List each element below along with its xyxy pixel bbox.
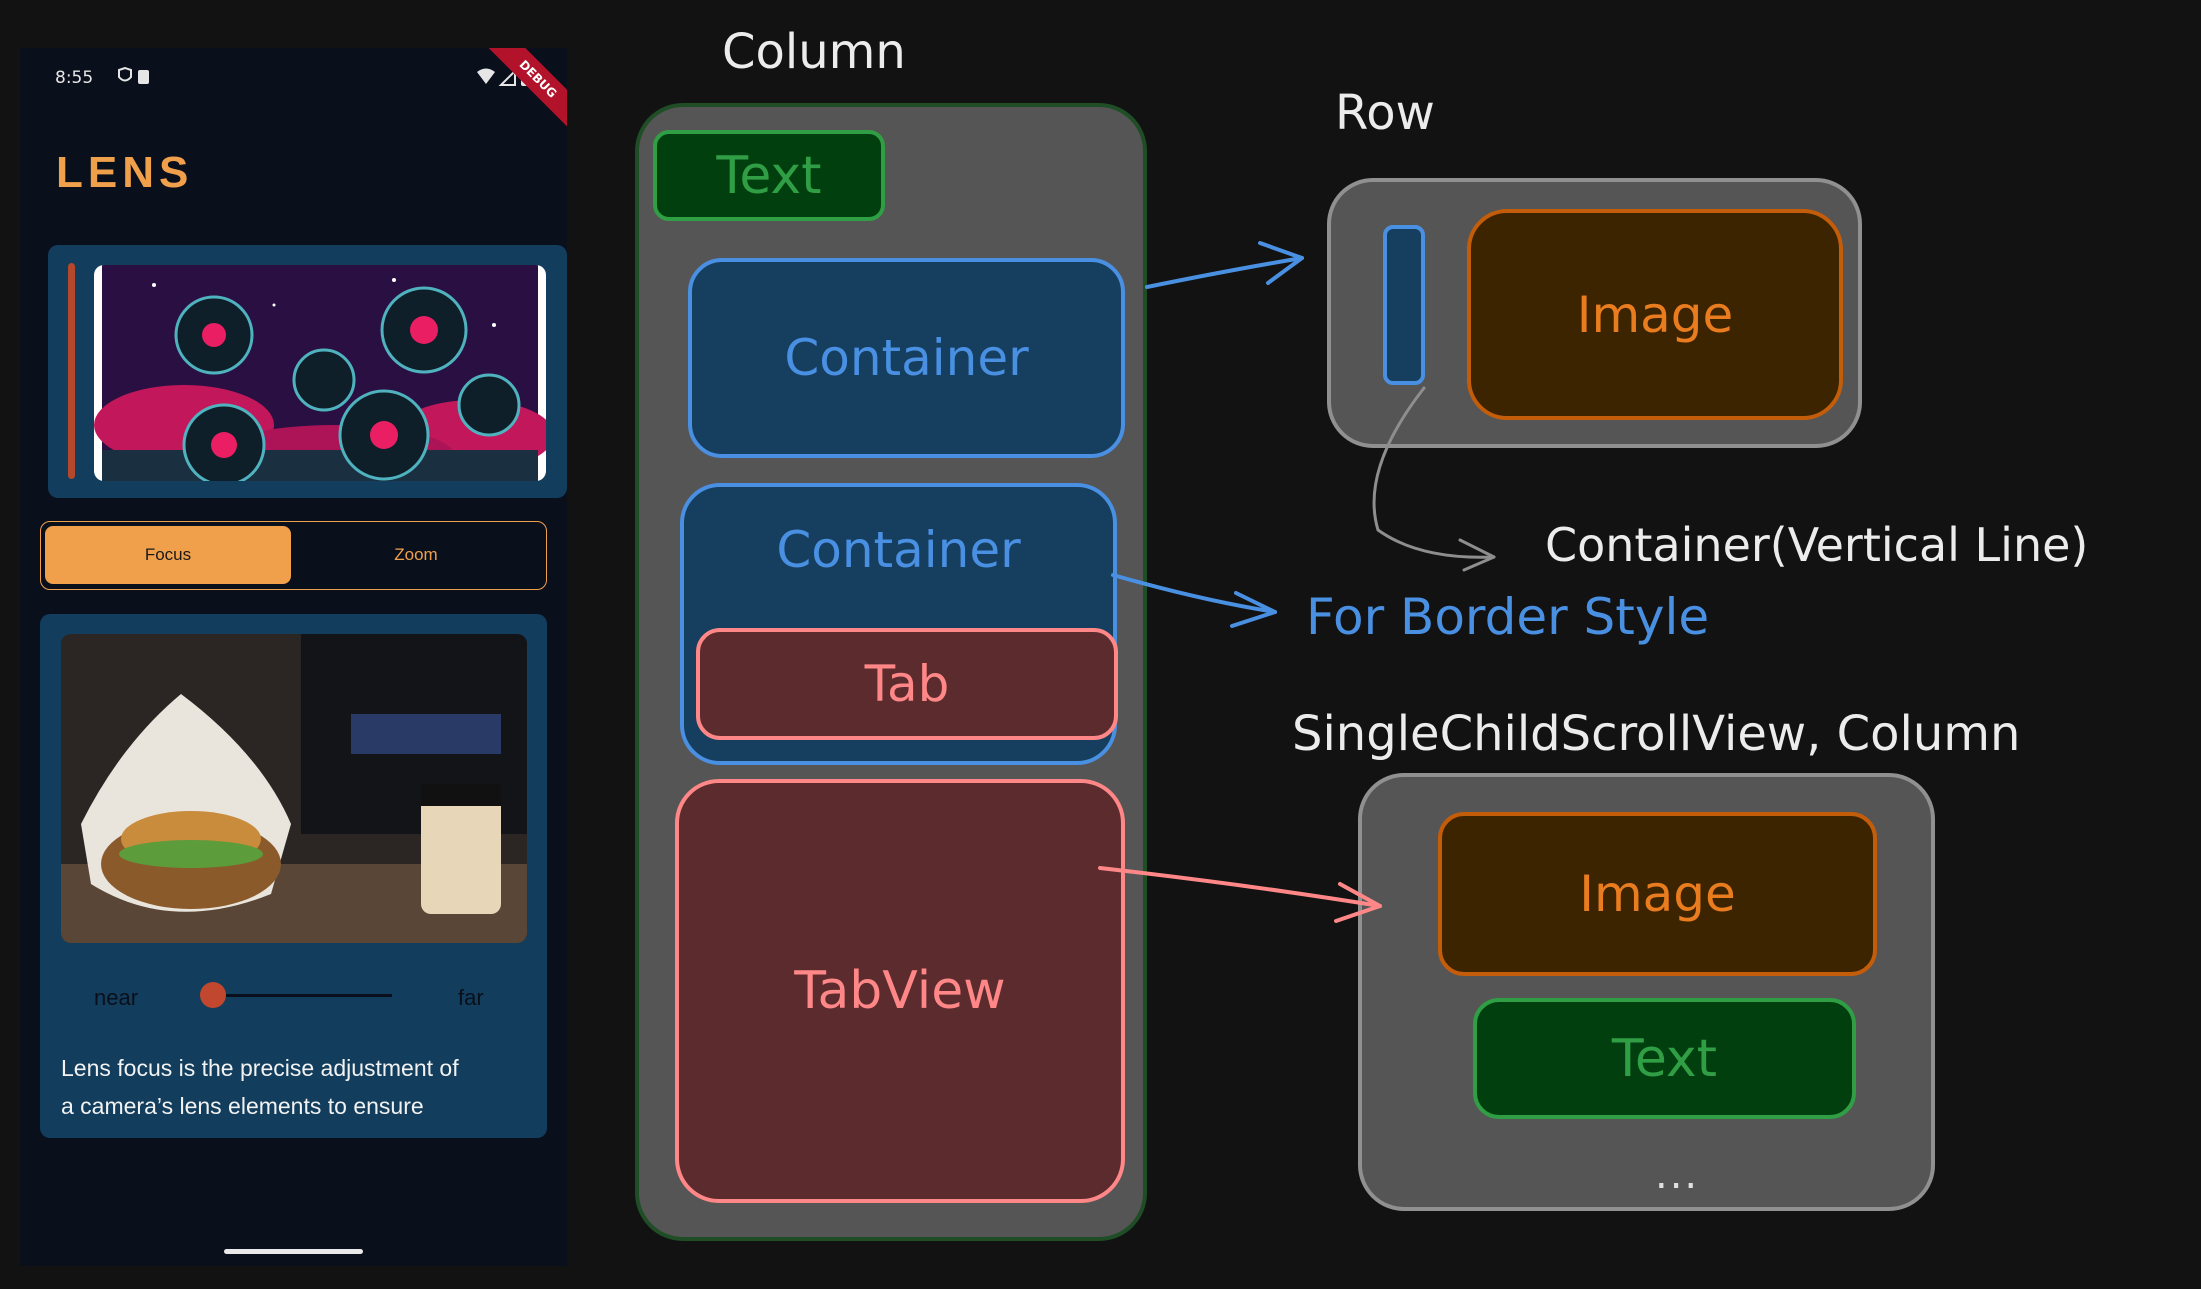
slider-min-label: near [94, 985, 139, 1010]
column-tab-box: Tab [696, 628, 1118, 740]
status-bar: 8:55 DEBUG [20, 48, 567, 142]
tab-focus[interactable]: Focus [45, 526, 291, 584]
focus-photo [61, 634, 527, 943]
vertical-line-label: Container(Vertical Line) [1545, 518, 2089, 572]
tab-zoom[interactable]: Zoom [394, 545, 438, 564]
row-image-box: Image [1467, 209, 1843, 420]
hero-vertical-line [68, 263, 75, 479]
app-logo: LENS [56, 148, 194, 197]
column-text-box: Text [653, 130, 885, 221]
row-vertical-line-box [1383, 225, 1425, 385]
focus-description: Lens focus is the precise adjustment of … [61, 1049, 531, 1125]
focus-slider-track[interactable] [214, 994, 392, 997]
status-time: 8:55 [55, 68, 94, 88]
column-container-box: Container [688, 258, 1125, 458]
more-items-ellipsis: ... [1655, 1152, 1700, 1198]
debug-banner: DEBUG [475, 48, 567, 142]
focus-slider-thumb[interactable] [200, 982, 226, 1008]
arrow-container-to-row [1145, 241, 1304, 289]
scrollview-title: SingleChildScrollView, Column [1292, 706, 2021, 762]
home-indicator[interactable] [224, 1249, 363, 1254]
description-line: Lens focus is the precise adjustment of [61, 1055, 459, 1081]
column-title: Column [722, 24, 906, 80]
row-title: Row [1335, 85, 1435, 141]
scrollview-text-box: Text [1473, 998, 1856, 1119]
border-style-label: For Border Style [1306, 588, 1710, 646]
status-icons-left [118, 67, 149, 84]
tab-bar: Focus Zoom [40, 521, 547, 590]
column-tabview-box: TabView [675, 779, 1125, 1203]
description-line: a camera’s lens elements to ensure [61, 1093, 424, 1119]
phone-screen: 8:55 DEBUG LENS [20, 48, 567, 1266]
scrollview-image-box: Image [1438, 812, 1877, 976]
lens-illustration [94, 265, 546, 481]
slider-max-label: far [458, 985, 484, 1010]
